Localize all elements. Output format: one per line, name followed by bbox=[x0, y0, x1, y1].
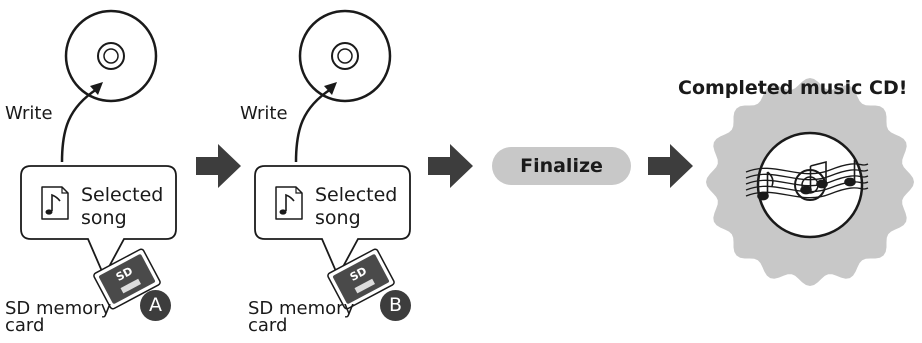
song-label-line2: song bbox=[81, 207, 127, 229]
finalize-step: Finalize bbox=[492, 147, 631, 185]
music-staff bbox=[745, 163, 869, 199]
sd-card-label-a: SD memory card bbox=[5, 298, 115, 336]
music-file-icon bbox=[41, 186, 69, 220]
disc-b bbox=[298, 9, 392, 103]
completed-cd-title: Completed music CD! bbox=[678, 77, 908, 99]
song-label-line1: Selected bbox=[315, 184, 398, 206]
song-label-line1: Selected bbox=[81, 184, 164, 206]
write-arrowhead-a bbox=[90, 82, 103, 95]
write-arrowhead-b bbox=[324, 82, 337, 95]
badge-b: B bbox=[380, 290, 411, 321]
music-notes bbox=[757, 160, 856, 201]
flow-arrow-2 bbox=[428, 144, 473, 188]
write-label-b: Write bbox=[240, 103, 288, 124]
sd-card-label-b: SD memory card bbox=[248, 298, 358, 336]
write-arrow-a bbox=[60, 87, 98, 163]
selected-song-label-b: Selected song bbox=[315, 184, 405, 230]
flow-arrow-3 bbox=[648, 144, 693, 188]
write-arrow-b bbox=[294, 87, 332, 163]
card-label-line2: card bbox=[248, 315, 288, 336]
badge-a: A bbox=[140, 290, 171, 321]
song-label-line2: song bbox=[315, 207, 361, 229]
card-label-line1: SD memory bbox=[248, 298, 355, 319]
flow-arrow-1 bbox=[196, 144, 241, 188]
selected-song-label-a: Selected song bbox=[81, 184, 171, 230]
card-label-line1: SD memory bbox=[5, 298, 112, 319]
card-label-line2: card bbox=[5, 315, 45, 336]
disc-a bbox=[64, 9, 158, 103]
music-file-icon bbox=[275, 186, 303, 220]
write-label-a: Write bbox=[5, 103, 53, 124]
